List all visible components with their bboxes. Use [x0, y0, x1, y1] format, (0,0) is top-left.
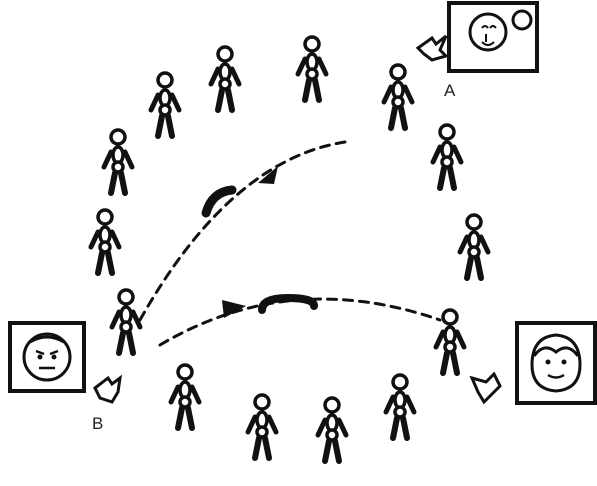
player-person-icon — [91, 210, 119, 273]
throw-path-b-to-right — [160, 299, 440, 345]
label-a: A — [444, 81, 456, 100]
player-person-icon — [433, 125, 461, 188]
face-card-icon — [449, 3, 537, 71]
arrowhead-icon — [258, 166, 278, 184]
player-person-icon — [460, 215, 488, 278]
face-card-icon — [10, 323, 84, 391]
player-a-person-icon — [384, 65, 412, 128]
ball-mark — [262, 298, 314, 310]
label-b: B — [92, 414, 103, 433]
throw-path-a-to-b — [140, 142, 345, 320]
player-person-icon — [104, 130, 132, 193]
player-person-icon — [298, 37, 326, 100]
speech-burst-icon — [95, 378, 120, 402]
speech-burst-icon — [472, 374, 500, 402]
player-person-icon — [248, 395, 276, 458]
player-person-icon — [151, 73, 179, 136]
player-person-icon — [211, 47, 239, 110]
face-card-icon — [517, 323, 595, 403]
player-person-icon — [318, 398, 346, 461]
player-ring — [91, 37, 488, 461]
player-person-icon — [386, 375, 414, 438]
speech-burst-icon — [418, 36, 446, 60]
player-person-icon — [171, 365, 199, 428]
player-b-person-icon — [112, 290, 140, 353]
